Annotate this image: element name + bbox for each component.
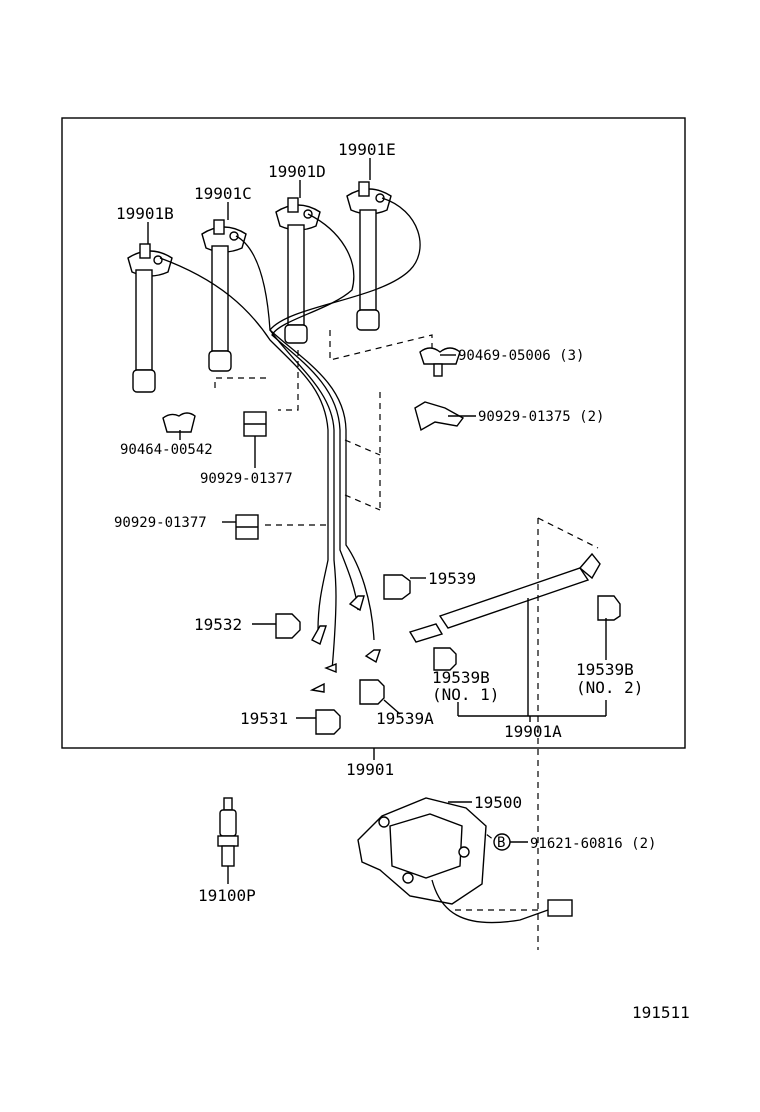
- circle-b-label: B: [497, 835, 505, 851]
- clip-90929-01375[interactable]: [414, 401, 465, 432]
- label-19901c[interactable]: 19901C: [194, 184, 252, 203]
- label-91621-60816[interactable]: 91621-60816 (2): [530, 836, 656, 852]
- plug-cord-19901b[interactable]: [127, 243, 173, 393]
- label-19539b-no2[interactable]: 19539B: [576, 660, 634, 679]
- spark-plug-19100p[interactable]: [217, 797, 239, 874]
- holder-19531[interactable]: [315, 709, 341, 735]
- holder-19532[interactable]: [275, 613, 301, 639]
- clip-90929-01377-a[interactable]: [243, 411, 267, 437]
- holder-19539b-no1[interactable]: [433, 647, 457, 671]
- clip-90929-01377-b[interactable]: [235, 514, 259, 540]
- wire-bundle: [159, 197, 421, 671]
- clip-90464-00542[interactable]: [162, 412, 196, 433]
- label-19539b-no1[interactable]: 19539B: [432, 668, 490, 687]
- label-19500[interactable]: 19500: [474, 793, 522, 812]
- label-19539[interactable]: 19539: [428, 569, 476, 588]
- holder-19539b-no2[interactable]: [597, 595, 621, 621]
- label-90929-01377-b[interactable]: 90929-01377: [114, 515, 207, 531]
- label-19901[interactable]: 19901: [346, 760, 394, 779]
- label-19539b-no2-sub: (NO. 2): [576, 678, 643, 697]
- label-19531[interactable]: 19531: [240, 709, 288, 728]
- label-90929-01375[interactable]: 90929-01375 (2): [478, 409, 604, 425]
- label-19901b[interactable]: 19901B: [116, 204, 174, 223]
- coil-lead-19901a[interactable]: [408, 552, 601, 643]
- plug-cord-19901e[interactable]: [346, 181, 392, 331]
- ignition-coil-19500[interactable]: [357, 797, 573, 924]
- label-19901d[interactable]: 19901D: [268, 162, 326, 181]
- label-90929-01377-a[interactable]: 90929-01377: [200, 471, 293, 487]
- holder-19539a[interactable]: [359, 679, 385, 705]
- leader-lines: [147, 158, 607, 884]
- label-19901e[interactable]: 19901E: [338, 140, 396, 159]
- circle-b-marker: [493, 833, 511, 851]
- holder-19539[interactable]: [383, 574, 411, 600]
- plug-cord-19901d[interactable]: [275, 197, 321, 344]
- label-19539b-no1-sub: (NO. 1): [432, 685, 499, 704]
- sheet-number: 191511: [632, 1003, 690, 1022]
- label-19100p[interactable]: 19100P: [198, 886, 256, 905]
- label-90469-05006[interactable]: 90469-05006 (3): [458, 348, 584, 364]
- clip-90469-05006[interactable]: [419, 347, 461, 377]
- plug-cord-19901c[interactable]: [201, 219, 247, 372]
- label-90464-00542[interactable]: 90464-00542: [120, 442, 213, 458]
- label-19539a[interactable]: 19539A: [376, 709, 434, 728]
- label-19901a[interactable]: 19901A: [504, 722, 562, 741]
- label-19532[interactable]: 19532: [194, 615, 242, 634]
